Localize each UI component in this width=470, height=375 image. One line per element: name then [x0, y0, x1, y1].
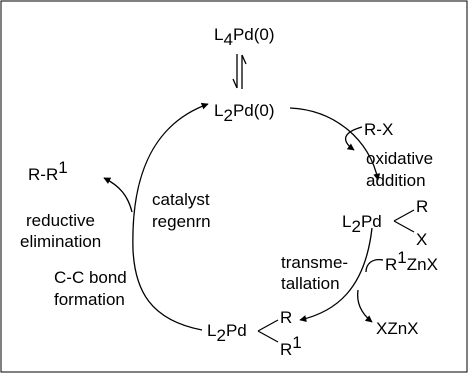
byproduct-xznx: XZnX	[376, 319, 419, 338]
oxidative-complex-x: X	[416, 230, 427, 249]
arc-transmetallation	[299, 227, 373, 323]
oxidative-complex-r: R	[416, 197, 428, 216]
arrow-xznx-release	[356, 289, 373, 323]
arrow-product-release	[103, 177, 133, 213]
label-transmetallation: transme- tallation	[281, 253, 353, 293]
arc-oxidative-addition	[289, 107, 381, 181]
label-oxidative-addition: oxidative addition	[366, 149, 438, 190]
trans-complex-bonds	[257, 319, 279, 343]
arrow-rx-entry	[344, 126, 363, 151]
reagent-r1znx: R1ZnX	[385, 248, 438, 274]
oxidative-complex-bonds	[393, 209, 415, 233]
species-oxidative-complex: L2Pd	[342, 212, 382, 236]
trans-complex-r1: R1	[280, 333, 302, 359]
arrow-r1znx-entry	[365, 258, 384, 273]
product-rr1: R-R1	[28, 158, 68, 184]
label-catalyst-regen: catalyst regenrn	[152, 190, 214, 231]
label-reductive-elimination: reductive elimination	[20, 211, 101, 251]
trans-complex-r: R	[280, 308, 292, 327]
species-l2pd0: L2Pd(0)	[214, 101, 275, 125]
arc-reductive-elimination	[132, 102, 209, 331]
label-cc-bond-formation: C-C bond formation	[54, 268, 132, 309]
species-trans-complex: L2Pd	[207, 321, 247, 345]
equilibrium-arrows	[232, 54, 247, 89]
species-l4pd0: L4Pd(0)	[214, 25, 275, 49]
reagent-rx: R-X	[364, 120, 393, 139]
